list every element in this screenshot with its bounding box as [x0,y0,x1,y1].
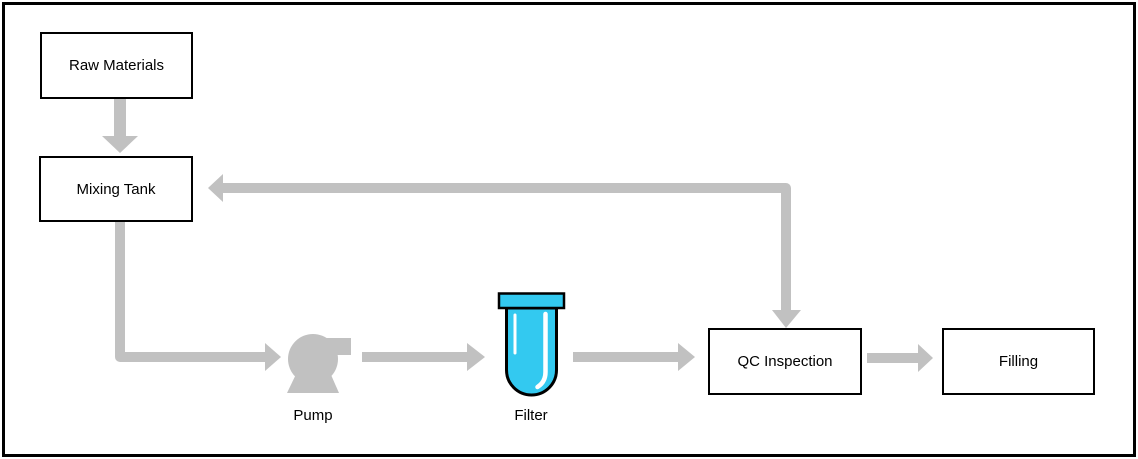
filter-icon [497,292,566,397]
feedback-arrow-qc-to-mixing [208,174,801,328]
node-qc-inspection-label: QC Inspection [737,353,833,370]
node-filling-label: Filling [998,353,1039,370]
node-raw-materials: Raw Materials [40,32,193,99]
arrow-filter-to-qc [573,343,695,371]
arrow-pump-to-filter [362,343,485,371]
node-qc-inspection: QC Inspection [708,328,862,395]
node-mixing-tank: Mixing Tank [39,156,193,222]
pump-icon [287,334,351,393]
node-raw-materials-label: Raw Materials [68,57,165,74]
arrow-qc-to-filling [867,344,933,372]
node-filling: Filling [942,328,1095,395]
node-mixing-tank-label: Mixing Tank [76,180,156,198]
filter-label: Filter [514,407,548,424]
pump-label: Pump [293,407,333,424]
arrow-mixing-to-pump [115,222,281,371]
arrow-raw-to-mixing [102,99,138,153]
